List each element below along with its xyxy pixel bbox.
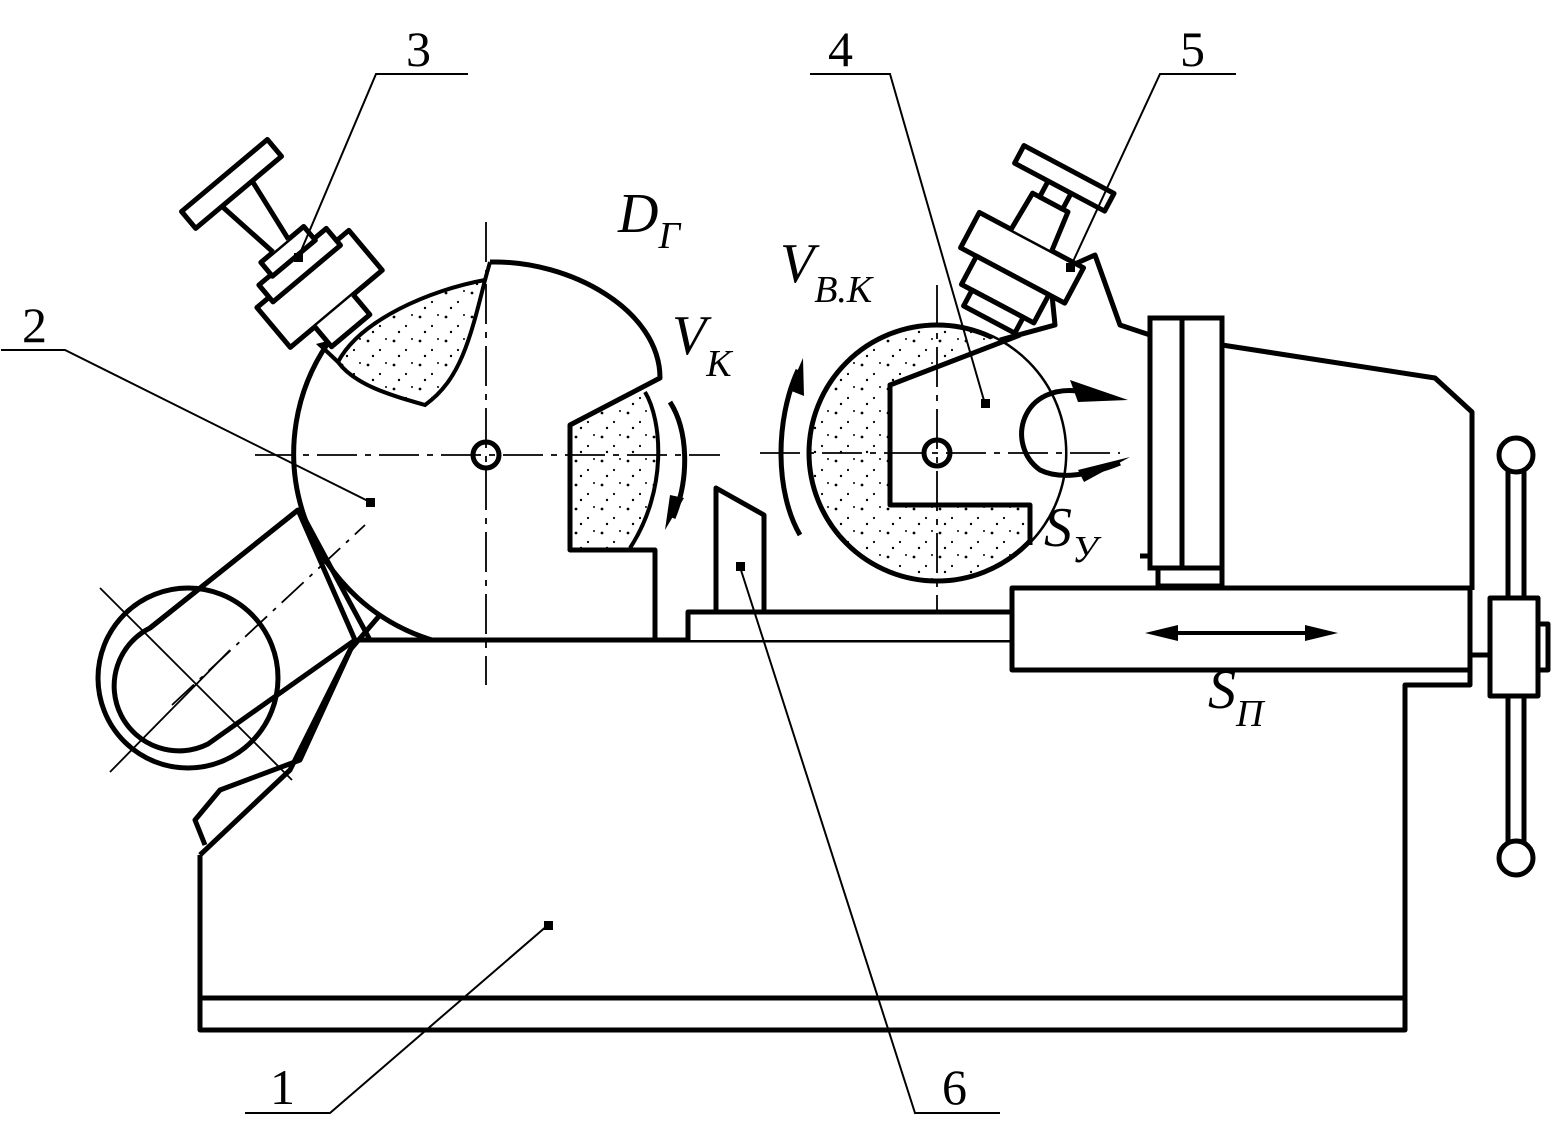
leader-lines	[1, 73, 1236, 1114]
symbol-sp-main: S	[1208, 659, 1236, 721]
symbol-sp-sub: П	[1235, 693, 1266, 735]
symbol-dg-main: D	[617, 183, 658, 245]
work-rest	[713, 485, 767, 615]
label-6: 6	[942, 1059, 967, 1115]
work-wheel-centerlines	[760, 285, 1120, 620]
left-swivel-support	[95, 507, 358, 846]
label-5: 5	[1180, 21, 1205, 77]
label-3: 3	[406, 21, 431, 77]
symbol-vk-sub: К	[705, 343, 733, 385]
left-dresser	[179, 137, 385, 350]
work-wheel	[806, 322, 1068, 584]
symbol-vk-main: V	[672, 305, 712, 367]
label-2: 2	[22, 297, 47, 353]
left-swivel-axis	[99, 524, 366, 781]
symbol-sy: SУ	[1044, 497, 1102, 571]
label-1: 1	[270, 1059, 295, 1115]
leader-dots	[294, 253, 1075, 930]
grinding-head	[291, 259, 663, 643]
vk-rotation-arrow	[665, 400, 688, 530]
grinding-head-centerlines	[255, 222, 720, 685]
feed-handwheel	[1470, 435, 1551, 878]
right-dresser	[958, 143, 1117, 336]
symbol-dg-sub: Г	[657, 215, 681, 257]
symbol-vvk-main: V	[780, 233, 820, 295]
vertical-slide	[1140, 315, 1225, 589]
symbol-dg: DГ	[617, 183, 681, 257]
sy-rotation-arrow	[1019, 380, 1130, 482]
symbol-sp: SП	[1208, 659, 1266, 735]
sp-feed-arrow	[1145, 625, 1338, 641]
table-slide	[685, 585, 1473, 673]
label-4: 4	[828, 21, 853, 77]
symbol-vk: VК	[672, 305, 733, 385]
symbol-vvk-sub: В.К	[814, 269, 874, 311]
symbol-vvk: VВ.К	[780, 233, 874, 311]
symbol-sy-sub: У	[1072, 529, 1102, 571]
symbol-sy-main: S	[1044, 497, 1072, 559]
vvk-rotation-arrow	[778, 358, 804, 537]
